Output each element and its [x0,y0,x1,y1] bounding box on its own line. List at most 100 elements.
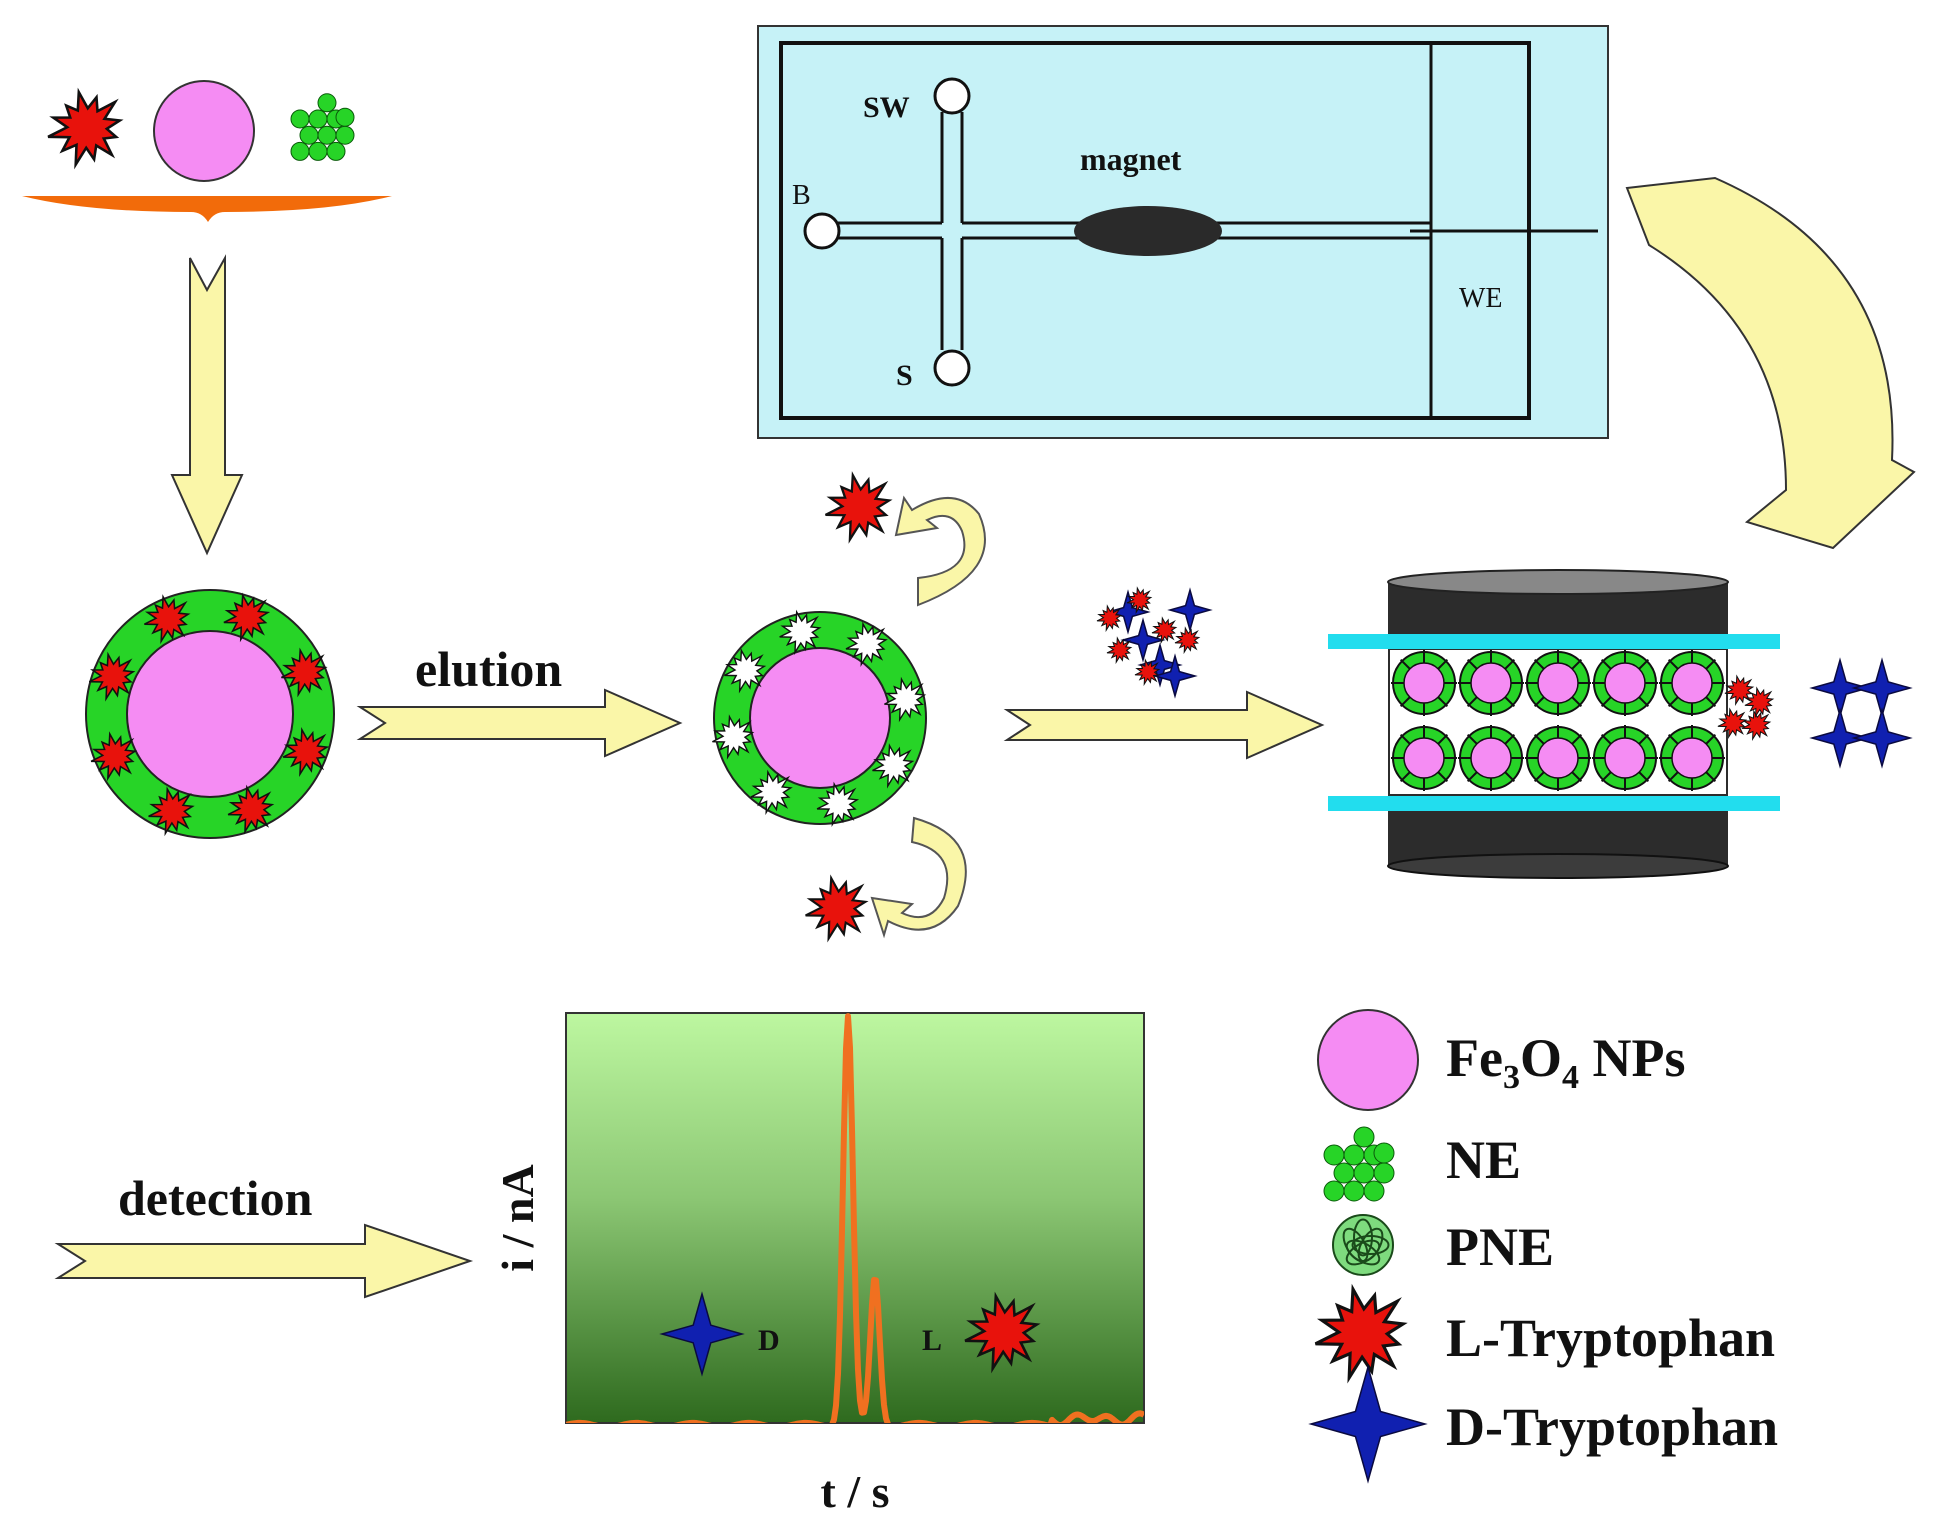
d-tryptophan-icon [1120,617,1166,663]
d-tryptophan-icon [659,1291,745,1377]
ne-bead [317,125,337,145]
packed-strand [1504,658,1516,670]
empty-cavity-icon [724,648,767,694]
packed-strand [1437,771,1449,783]
l-tryptophan-icon [1151,616,1178,645]
packed-core [1470,737,1512,779]
ne-bead [308,141,328,161]
l-tryptophan-icon [148,786,195,837]
packed-strand [1466,696,1478,708]
eluted-particle [712,609,927,827]
released-l-tryptophan [805,471,893,943]
packed-strand [1533,771,1545,783]
packed-core [1403,737,1445,779]
ne-bead [299,125,319,145]
separation-arrow [1003,690,1325,760]
legend-fe3o4-icon [1317,1009,1419,1111]
plot-ylabel: i / nA [492,1164,543,1271]
packed-strand [1600,733,1612,745]
empty-cavity-icon [779,609,822,656]
elution-label: elution [415,641,562,697]
microchip-diagram: SW B magnet S WE [757,25,1609,439]
empty-cavity-icon [816,781,860,827]
fe3o4-np-icon [153,80,255,182]
packed-strand [1437,696,1449,708]
down-arrow [170,254,244,556]
packed-core [1470,662,1512,704]
l-tryptophan-icon [1314,1283,1408,1384]
detection-arrow [54,1223,474,1299]
packed-strand [1571,733,1583,745]
magnet-icon [1074,206,1222,256]
pne-strand [1351,1235,1390,1255]
legend-d-tryptophan-icon [1308,1364,1428,1484]
packed-strand [1705,696,1717,708]
components-group [22,80,392,222]
legend-d-label: D-Tryptophan [1446,1397,1778,1457]
packed-strand [1705,658,1717,670]
l-tryptophan-icon [964,1291,1041,1374]
packed-strand [1399,696,1411,708]
packed-strand [1437,733,1449,745]
curved-arrow [1625,176,1916,550]
ne-bead [1353,1126,1375,1148]
packed-strand [1399,658,1411,670]
label-b: B [792,180,811,211]
packed-strand [1504,696,1516,708]
packed-strand [1571,658,1583,670]
ne-bead [290,141,310,161]
packed-strand [1667,696,1679,708]
label-magnet: magnet [1080,141,1182,177]
d-tryptophan-icon [659,1291,745,1377]
electropherogram-trace [566,1013,1144,1423]
legend: Fe3O4 NPs NE PNE L-Tryptophan D-Tryptoph… [1308,1009,1778,1484]
packed-core [1604,662,1646,704]
l-tryptophan-icon [1174,626,1201,655]
packed-strand [1667,733,1679,745]
packed-strand [1533,733,1545,745]
ne-bead [1333,1162,1355,1184]
brace [22,196,392,222]
ne-bead [1343,1180,1365,1202]
d-tryptophan-icon [1167,587,1213,633]
l-tryptophan-icon [805,874,869,943]
label-we: WE [1459,283,1503,314]
packed-core [1537,662,1579,704]
packed-strand [1638,771,1650,783]
empty-cavity-icon [884,676,927,723]
empty-cavity-icon [845,621,888,667]
packed-strand [1437,658,1449,670]
packed-strand [1533,696,1545,708]
empty-cavity-icon [872,743,915,789]
pne-strand [1353,1218,1373,1257]
release-arrow-bottom [870,816,967,939]
ne-bead [1373,1162,1395,1184]
packed-core [1403,662,1445,704]
peak-l-label: L [922,1324,942,1357]
ne-bead [290,109,310,129]
ne-bead [317,93,337,113]
ne-bead [1323,1180,1345,1202]
legend-pne-label: PNE [1446,1217,1554,1277]
l-tryptophan-icon [90,731,138,782]
packed-strand [1600,771,1612,783]
packed-strand [1399,733,1411,745]
reservoir-sw [933,77,971,115]
l-tryptophan-icon [223,592,271,643]
ne-bead [335,125,355,145]
electropherogram: D L i / nA t / s [492,1012,1145,1517]
pne-outline [1332,1214,1394,1276]
packed-strand [1600,696,1612,708]
release-arrow-top [894,495,986,607]
legend-fe3o4-label: Fe3O4 NPs [1446,1028,1685,1096]
packed-strand [1571,771,1583,783]
packed-strand [1571,696,1583,708]
pne-icon [1332,1214,1394,1276]
d-tryptophan-icon [1851,707,1913,769]
packed-strand [1667,771,1679,783]
d-tryptophan-icon [1809,707,1871,769]
reservoir-b [803,212,841,250]
packed-strand [1705,733,1717,745]
label-s: S [896,359,913,392]
